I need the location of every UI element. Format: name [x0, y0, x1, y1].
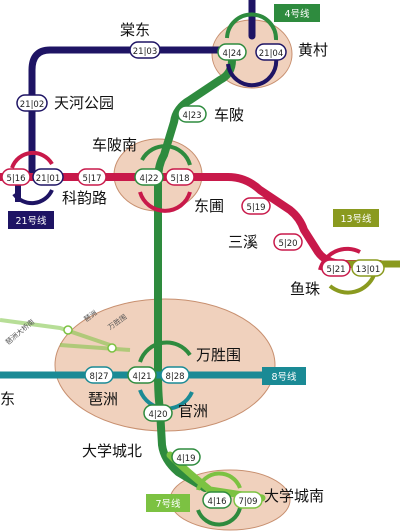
transfer-ring-univ-south-2: [196, 507, 242, 527]
svg-text:21|02: 21|02: [20, 100, 45, 110]
svg-text:4|19: 4|19: [176, 454, 195, 464]
station-huangcun[interactable]: 黄村: [298, 41, 328, 59]
transfer-ring-chebeinan-2: [138, 191, 192, 213]
svg-text:13|01: 13|01: [356, 265, 381, 275]
badge-line-4[interactable]: 4号线: [274, 4, 320, 22]
side-branch-2: [59, 343, 131, 352]
svg-text:5|18: 5|18: [170, 174, 189, 184]
svg-text:4|16: 4|16: [207, 497, 226, 507]
svg-text:5|19: 5|19: [246, 203, 265, 213]
side-branch-1: [0, 318, 111, 347]
code-2104[interactable]: 21|04: [255, 43, 287, 61]
station-univ-north[interactable]: 大学城北: [82, 442, 142, 460]
code-828[interactable]: 8|28: [160, 366, 190, 384]
station-guanzhou[interactable]: 官洲: [178, 402, 208, 420]
svg-text:13号线: 13号线: [340, 213, 372, 225]
transfer-ring-huangcun: [225, 12, 279, 41]
svg-text:21号线: 21号线: [15, 215, 47, 227]
station-univ-south[interactable]: 大学城南: [264, 487, 324, 505]
transfer-ring-keyun-2: [12, 189, 54, 206]
code-1301[interactable]: 13|01: [351, 259, 385, 277]
code-2102[interactable]: 21|02: [16, 94, 48, 112]
code-518[interactable]: 5|18: [165, 168, 195, 186]
station-sanxi[interactable]: 三溪: [228, 233, 258, 251]
station-chebei[interactable]: 车陂: [214, 106, 244, 124]
svg-text:4|20: 4|20: [148, 410, 167, 420]
code-419[interactable]: 4|19: [171, 448, 201, 466]
station-keyun-road[interactable]: 科韵路: [62, 189, 107, 207]
station-pazhou[interactable]: 琶洲: [88, 390, 118, 408]
code-521[interactable]: 5|21: [321, 259, 351, 277]
code-2101[interactable]: 21|01: [32, 168, 64, 186]
station-tangdong[interactable]: 棠东: [120, 21, 150, 39]
code-420[interactable]: 4|20: [143, 404, 173, 422]
svg-text:21|03: 21|03: [133, 47, 158, 57]
svg-text:8|28: 8|28: [165, 372, 184, 382]
transfer-ring-wanshengwei: [138, 340, 192, 363]
svg-text:21|01: 21|01: [36, 174, 61, 184]
transfer-ring-huangcun-2: [226, 57, 279, 88]
line-21-track: [28, 0, 256, 179]
station-wanshengwei[interactable]: 万胜围: [196, 346, 241, 364]
station-left-partial[interactable]: 东: [0, 390, 15, 408]
code-519[interactable]: 5|19: [241, 197, 271, 215]
svg-text:4|24: 4|24: [222, 49, 241, 59]
svg-text:5|17: 5|17: [82, 174, 101, 184]
svg-text:8|27: 8|27: [89, 372, 108, 382]
code-421[interactable]: 4|21: [127, 366, 157, 384]
transfer-ring-chebeinan: [140, 144, 192, 166]
code-2103[interactable]: 21|03: [129, 41, 161, 59]
station-yuzhu[interactable]: 鱼珠: [290, 280, 320, 298]
svg-text:5|16: 5|16: [6, 174, 25, 184]
badge-line-13[interactable]: 13号线: [333, 209, 379, 227]
code-516[interactable]: 5|16: [1, 168, 31, 186]
code-827[interactable]: 8|27: [84, 366, 114, 384]
small-station-dot-2[interactable]: [107, 343, 117, 353]
svg-text:7|09: 7|09: [238, 497, 257, 507]
badge-line-7[interactable]: 7号线: [146, 494, 190, 512]
svg-text:4|22: 4|22: [139, 174, 158, 184]
svg-text:21|04: 21|04: [259, 49, 284, 59]
code-416[interactable]: 4|16: [202, 491, 232, 509]
svg-text:8号线: 8号线: [271, 371, 297, 383]
badge-line-21[interactable]: 21号线: [8, 211, 54, 229]
code-517[interactable]: 5|17: [77, 168, 107, 186]
transfer-ring-keyun: [10, 150, 54, 169]
svg-text:7号线: 7号线: [155, 498, 181, 510]
code-520[interactable]: 5|20: [273, 233, 303, 251]
badge-line-8[interactable]: 8号线: [262, 367, 306, 385]
code-709[interactable]: 7|09: [233, 491, 263, 509]
code-422[interactable]: 4|22: [134, 168, 164, 186]
svg-text:4|21: 4|21: [132, 372, 151, 382]
svg-text:5|21: 5|21: [326, 265, 345, 275]
transfer-ring-univ-south: [196, 471, 242, 491]
svg-text:5|20: 5|20: [278, 239, 297, 249]
small-station-dot-1[interactable]: [63, 325, 73, 335]
svg-text:4号线: 4号线: [284, 8, 310, 20]
station-tianhe-park[interactable]: 天河公园: [54, 94, 114, 112]
code-423[interactable]: 4|23: [177, 105, 207, 123]
code-424[interactable]: 4|24: [217, 43, 247, 61]
station-dongpu[interactable]: 东圃: [194, 197, 224, 215]
station-chebeinan[interactable]: 车陂南: [92, 136, 137, 154]
line-4-track: [154, 48, 236, 492]
svg-text:4|23: 4|23: [182, 111, 201, 121]
transfer-ring-yuzhu-2: [328, 274, 376, 295]
